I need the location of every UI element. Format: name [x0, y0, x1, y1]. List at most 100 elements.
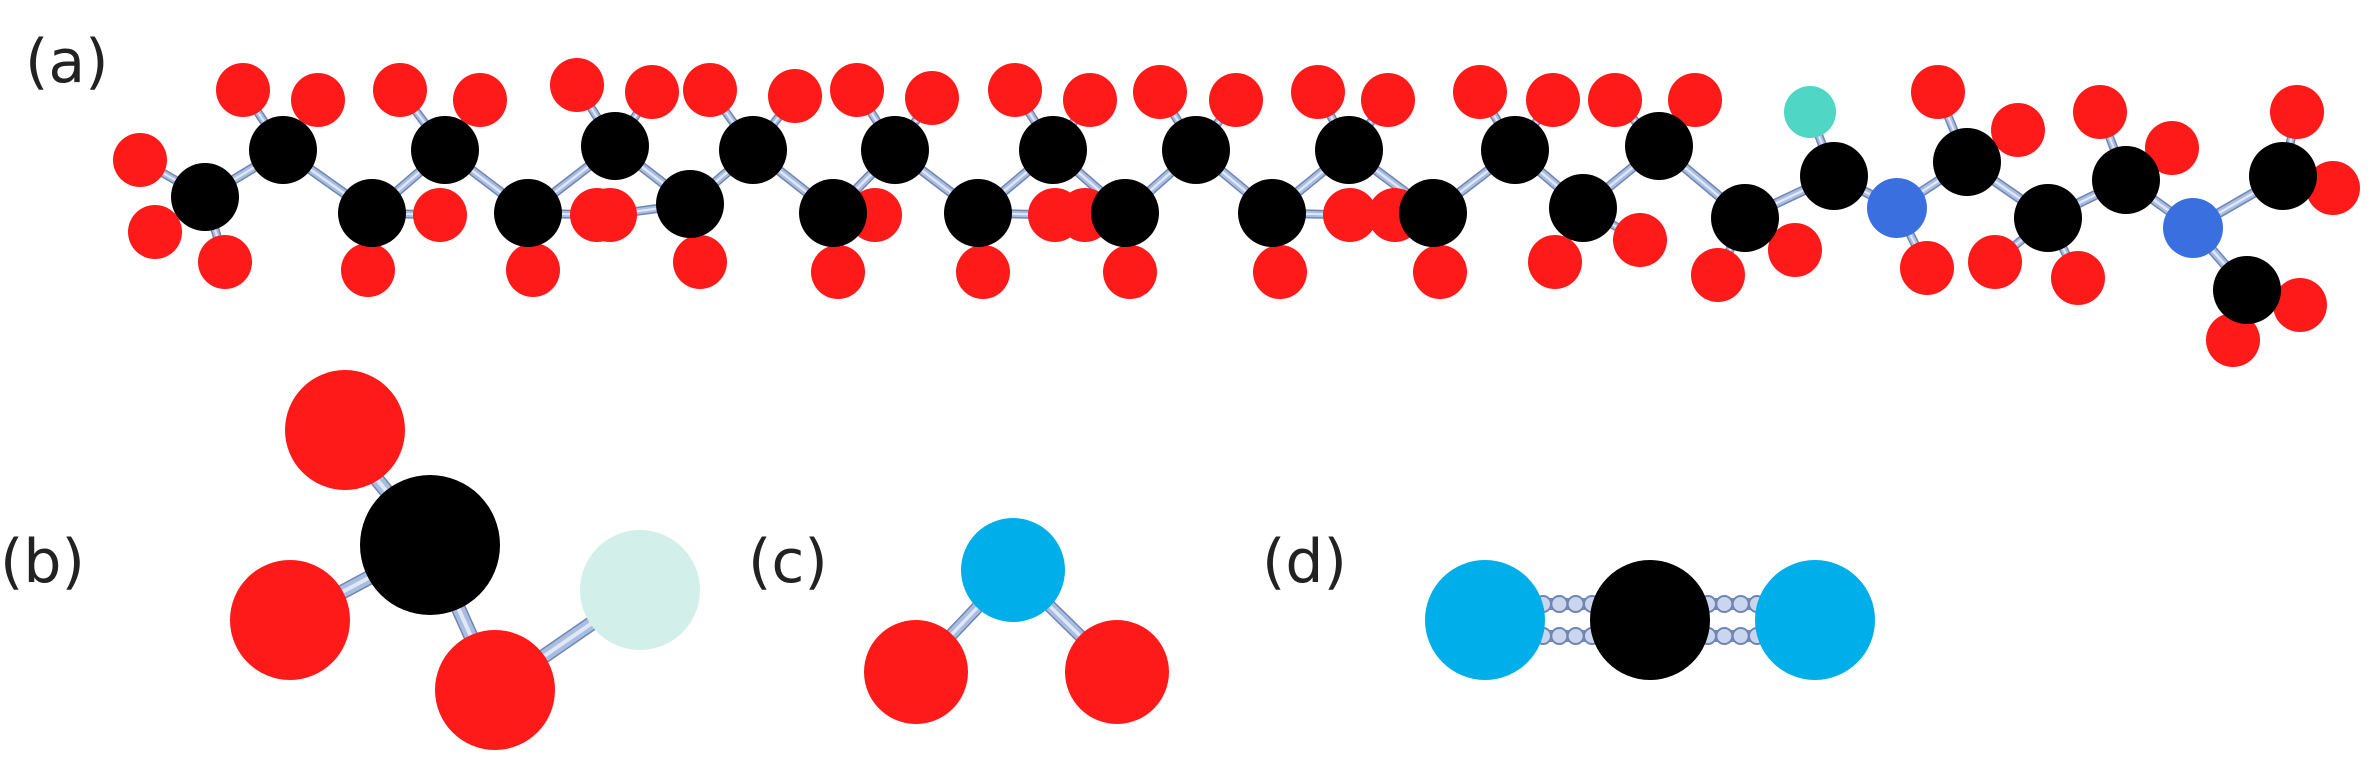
hydrogen-atom	[580, 530, 700, 650]
oxygen-atom	[2270, 85, 2324, 139]
oxygen-atom	[550, 58, 604, 112]
oxygen-atom	[2306, 161, 2360, 215]
carbon-atom	[1800, 142, 1868, 210]
oxygen-atom	[2051, 251, 2105, 305]
oxygen-atom	[988, 63, 1042, 117]
oxygen-atom	[2273, 278, 2327, 332]
oxygen-atom	[413, 188, 467, 242]
oxygen-atom	[1291, 65, 1345, 119]
oxygen-atom	[905, 71, 959, 125]
oxygen-atom-left	[864, 620, 968, 724]
oxygen-atom	[373, 63, 427, 117]
oxygen-atom	[1768, 223, 1822, 277]
carbon-atom	[1315, 116, 1383, 184]
panel-label-b: (b)	[0, 527, 85, 597]
carbon-atom	[1162, 116, 1230, 184]
oxygen-atom	[2073, 85, 2127, 139]
oxygen-atom-left	[230, 560, 350, 680]
carbon-atom	[1019, 116, 1087, 184]
oxygen-atom	[2206, 313, 2260, 367]
carbon-atom	[171, 163, 239, 231]
carbon-atom-center	[360, 475, 500, 615]
carbon-atom	[1238, 179, 1306, 247]
oxygen-atom	[583, 188, 637, 242]
oxygen-atom	[1063, 73, 1117, 127]
carbon-atom	[1933, 128, 2001, 196]
carbon-atom	[411, 116, 479, 184]
carbon-atom	[1091, 179, 1159, 247]
bond-bead	[1715, 595, 1734, 613]
panel-label-d: (d)	[1262, 527, 1347, 597]
oxygen-atom	[453, 73, 507, 127]
oxygen-atom	[673, 235, 727, 289]
oxygen-atom	[113, 133, 167, 187]
panel-label-c: (c)	[748, 527, 828, 597]
oxygen-atom	[768, 69, 822, 123]
oxygen-atom	[216, 63, 270, 117]
oxygen-atom	[1133, 65, 1187, 119]
oxygen-atom	[1361, 73, 1415, 127]
oxygen-atom	[1991, 103, 2045, 157]
carbon-atom	[2249, 142, 2317, 210]
oxygen-atom	[341, 243, 395, 297]
oxygen-atom	[198, 235, 252, 289]
bond-bead	[1715, 627, 1734, 645]
carbon-atom	[719, 116, 787, 184]
bond-bead	[1550, 595, 1569, 613]
oxygen-atom	[625, 65, 679, 119]
oxygen-atom-top	[285, 370, 405, 490]
carbon-atom	[1399, 179, 1467, 247]
central-atom	[961, 518, 1065, 622]
panel-label-a: (a)	[25, 27, 109, 97]
oxygen-atom	[1588, 73, 1642, 127]
oxygen-atom	[1968, 235, 2022, 289]
oxygen-atom	[1323, 188, 1377, 242]
oxygen-atom	[1413, 245, 1467, 299]
bond-bead	[1566, 627, 1585, 645]
oxygen-atom	[1526, 73, 1580, 127]
bond-bead	[1566, 595, 1585, 613]
nitrogen-atom	[1867, 178, 1927, 238]
nitrogen-atom	[2163, 198, 2223, 258]
carbon-atom	[494, 179, 562, 247]
carbon-atom	[2014, 184, 2082, 252]
carbon-atom	[861, 116, 929, 184]
oxygen-atom	[1911, 65, 1965, 119]
oxygen-atom	[1613, 213, 1667, 267]
panel-a-atoms	[113, 58, 2360, 367]
carbon-atom	[799, 179, 867, 247]
panel-d-linear-molecule	[1425, 560, 1875, 680]
oxygen-atom	[811, 245, 865, 299]
carbon-atom-center	[1590, 560, 1710, 680]
carbon-atom	[338, 179, 406, 247]
carbon-atom	[249, 116, 317, 184]
oxygen-atom	[1253, 245, 1307, 299]
panel-b-atoms	[230, 370, 700, 750]
panel-a-molecule-chain	[113, 58, 2360, 367]
oxygen-atom	[2145, 121, 2199, 175]
carbon-atom	[944, 179, 1012, 247]
carbon-atom	[581, 112, 649, 180]
panel-c-bent-molecule	[864, 518, 1169, 724]
oxygen-atom-right	[1065, 620, 1169, 724]
hydrogen-atom	[1784, 86, 1836, 138]
oxygen-atom	[1103, 245, 1157, 299]
oxygen-atom	[128, 205, 182, 259]
oxygen-atom	[1528, 235, 1582, 289]
carbon-atom	[1625, 112, 1693, 180]
terminal-atom-left	[1425, 560, 1545, 680]
carbon-atom	[2092, 146, 2160, 214]
oxygen-atom	[291, 73, 345, 127]
oxygen-atom	[1209, 73, 1263, 127]
panel-d-atoms	[1425, 560, 1875, 680]
oxygen-atom	[506, 243, 560, 297]
bond-bead	[1731, 595, 1750, 613]
oxygen-atom	[1691, 248, 1745, 302]
oxygen-atom	[1668, 73, 1722, 127]
terminal-atom-right	[1755, 560, 1875, 680]
carbon-atom	[1481, 116, 1549, 184]
carbon-atom	[2213, 256, 2281, 324]
bond-bead	[1550, 627, 1569, 645]
oxygen-atom	[956, 245, 1010, 299]
